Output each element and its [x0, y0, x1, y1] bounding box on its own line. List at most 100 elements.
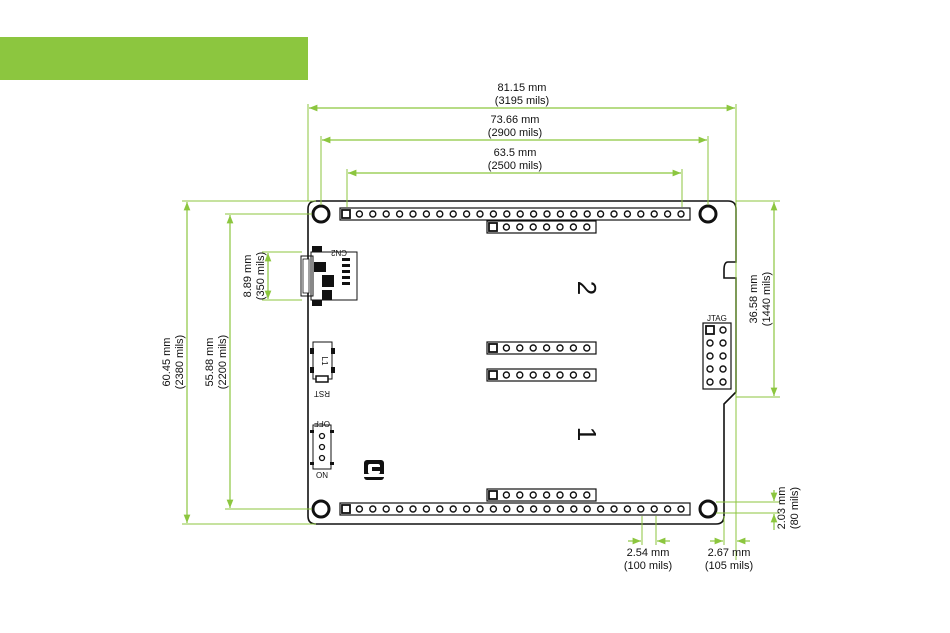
header-pin [517, 345, 523, 351]
dim-bottom-offset-mils: (80 mils) [789, 487, 801, 529]
header-pin [678, 211, 684, 217]
header-pin [437, 506, 443, 512]
header-pin [557, 372, 563, 378]
header-pin [665, 506, 671, 512]
header-pin [504, 211, 510, 217]
header-pin [557, 492, 563, 498]
header-pin [570, 372, 576, 378]
mounting-hole-bottom-left [313, 501, 329, 517]
dim-total-height-mils: (2380 mils) [174, 335, 186, 389]
header-pin [423, 506, 429, 512]
header-pin [544, 506, 550, 512]
dim-edge-offset-mils: (105 mils) [705, 560, 753, 572]
header-pin [570, 492, 576, 498]
header-pin [503, 224, 509, 230]
header-pin-square [489, 491, 497, 499]
jtag-label: JTAG [707, 314, 727, 323]
mounting-hole-top-right [700, 206, 716, 222]
header-pin [584, 372, 590, 378]
header-pin [503, 492, 509, 498]
header-pin [584, 345, 590, 351]
header-pin [437, 211, 443, 217]
header-pin [544, 492, 550, 498]
mounting-hole-bottom-right [700, 501, 716, 517]
header-pin [611, 506, 617, 512]
header-pin [397, 506, 403, 512]
header-pin [570, 224, 576, 230]
jtag-pin [707, 353, 713, 359]
header-pin-square [489, 344, 497, 352]
header-pin [397, 211, 403, 217]
jtag-pin-square [706, 326, 714, 334]
header-pin [638, 506, 644, 512]
header-pin [517, 506, 523, 512]
dim-mount-width-mm: 73.66 mm [491, 114, 540, 126]
header-pin [544, 372, 550, 378]
header-pin [531, 506, 537, 512]
header-pin [410, 506, 416, 512]
mounting-hole-top-left [313, 206, 329, 222]
header-pin [651, 506, 657, 512]
header-pin [517, 224, 523, 230]
header-pin [624, 211, 630, 217]
dim-mount-height-mm: 55.88 mm [204, 338, 216, 387]
header-pin [450, 506, 456, 512]
header-pin [450, 211, 456, 217]
jtag-pin [707, 379, 713, 385]
jtag-pin [707, 366, 713, 372]
header-pin [490, 211, 496, 217]
dim-edge-offset-mm: 2.67 mm [708, 547, 751, 559]
off-label: OFF [314, 419, 330, 428]
header-pin [490, 506, 496, 512]
header-pin [517, 492, 523, 498]
l1-label: L1 [320, 357, 329, 366]
header-pin [504, 506, 510, 512]
dim-usb-height-mils: (350 mils) [255, 252, 267, 300]
header-pin [503, 345, 509, 351]
header-pin [530, 492, 536, 498]
header-pin [503, 372, 509, 378]
slot-2-label: 2 [572, 281, 602, 295]
header-pin [598, 211, 604, 217]
header-pin [557, 345, 563, 351]
header-pin [570, 345, 576, 351]
header-pin [557, 224, 563, 230]
mikroe-logo-icon [364, 460, 384, 480]
dim-usb-height-mm: 8.89 mm [242, 255, 254, 298]
dim-header-width-mils: (2500 mils) [488, 160, 542, 172]
header-pin [557, 211, 563, 217]
header-pin [678, 506, 684, 512]
header-pin [370, 211, 376, 217]
dim-mount-height-mils: (2200 mils) [217, 335, 229, 389]
dim-total-width-mils: (3195 mils) [495, 95, 549, 107]
header-pin [383, 506, 389, 512]
jtag-pin [707, 340, 713, 346]
header-pin [598, 506, 604, 512]
header-pin [383, 211, 389, 217]
header-pin [410, 211, 416, 217]
header-pin [370, 506, 376, 512]
header-pin [530, 224, 536, 230]
dim-total-width-mm: 81.15 mm [498, 82, 547, 94]
header-pin [571, 506, 577, 512]
header-pin [531, 211, 537, 217]
dim-total-height-mm: 60.45 mm [161, 338, 173, 387]
dim-right-height-mils: (1440 mils) [761, 272, 773, 326]
header-pin [517, 372, 523, 378]
header-pin-square [342, 210, 350, 218]
header-pin [557, 506, 563, 512]
header-pin [544, 224, 550, 230]
header-pin [464, 506, 470, 512]
header-pin [464, 211, 470, 217]
header-pin [665, 211, 671, 217]
header-pin-square [342, 505, 350, 513]
jtag-pin [720, 327, 726, 333]
jtag-pin [720, 353, 726, 359]
jtag-pin [720, 379, 726, 385]
header-pin [530, 345, 536, 351]
header-pin [544, 211, 550, 217]
dim-pin-pitch-mils: (100 mils) [624, 560, 672, 572]
header-pin-square [489, 371, 497, 379]
jtag-pin [720, 366, 726, 372]
